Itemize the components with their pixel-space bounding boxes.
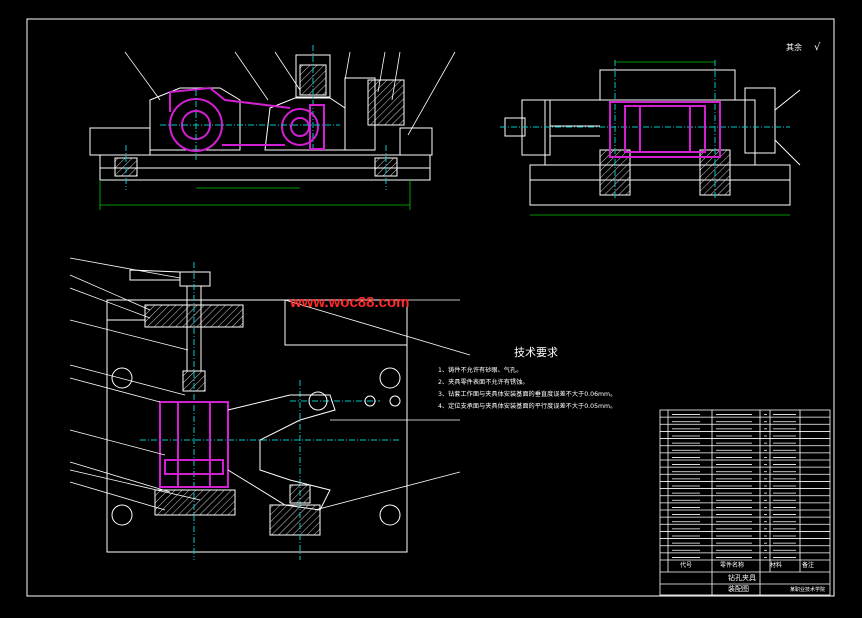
drawing-frame [26,18,835,597]
top-view [69,257,471,560]
roughness-check-icon: √ [814,42,821,53]
title-block: 代号 零件名称 材料 备注 钻孔夹具 装配图 某职业技术学院 [680,561,825,593]
drawing-type: 装配图 [728,584,749,593]
roughness-mark-text: 其余 [786,42,802,52]
drawing-name: 钻孔夹具 [728,573,756,582]
header-material: 材料 [770,561,782,569]
watermark-text: www.woc88.com [289,294,409,311]
front-view [89,45,456,210]
header-name: 零件名称 [720,561,744,569]
tech-requirement-3: 3、钻套工作面与夹具体安装基面的垂直度误差不大于0.06mm。 [438,390,616,398]
header-code: 代号 [680,561,692,569]
side-view [500,60,801,216]
tech-requirements: 技术要求 1、铸件不允许有砂眼、气孔。 2、夹具零件表面不允许有锈蚀。 3、钻套… [438,346,616,410]
tech-requirement-2: 2、夹具零件表面不允许有锈蚀。 [438,378,529,386]
tech-requirement-1: 1、铸件不允许有砂眼、气孔。 [438,366,522,374]
tech-requirement-4: 4、定位支承面与夹具体安装基面的平行度误差不大于0.05mm。 [438,402,616,410]
school-name: 某职业技术学院 [790,586,825,593]
tech-requirements-title: 技术要求 [514,346,558,359]
parts-list-table [659,409,831,596]
header-remark: 备注 [802,561,814,569]
